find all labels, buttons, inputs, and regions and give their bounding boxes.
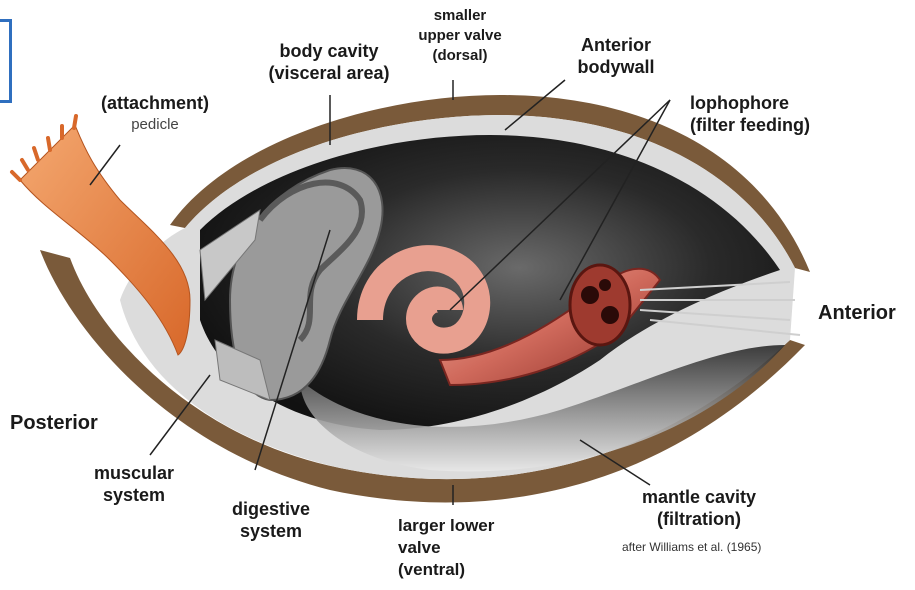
label-anterior: Anterior	[818, 302, 896, 324]
label-attachment: (attachment) pedicle	[80, 92, 230, 136]
pedicle	[20, 125, 190, 355]
label-digestive-system: digestive system	[216, 498, 326, 542]
label-mantle-cavity: mantle cavity (filtration)	[614, 486, 784, 530]
citation: after Williams et al. (1965)	[622, 540, 761, 554]
label-posterior: Posterior	[10, 412, 98, 434]
label-muscular-system: muscular system	[84, 462, 184, 506]
label-anterior-bodywall: Anterior bodywall	[556, 34, 676, 78]
label-lower-valve: larger lower valve (ventral)	[398, 515, 494, 581]
lophophore-arm-end	[570, 265, 630, 345]
label-body-cavity: body cavity (visceral area)	[258, 40, 400, 84]
label-upper-valve: smaller upper valve (dorsal)	[410, 6, 510, 66]
label-pedicle: pedicle	[80, 114, 230, 136]
label-lophophore: lophophore (filter feeding)	[690, 92, 810, 136]
